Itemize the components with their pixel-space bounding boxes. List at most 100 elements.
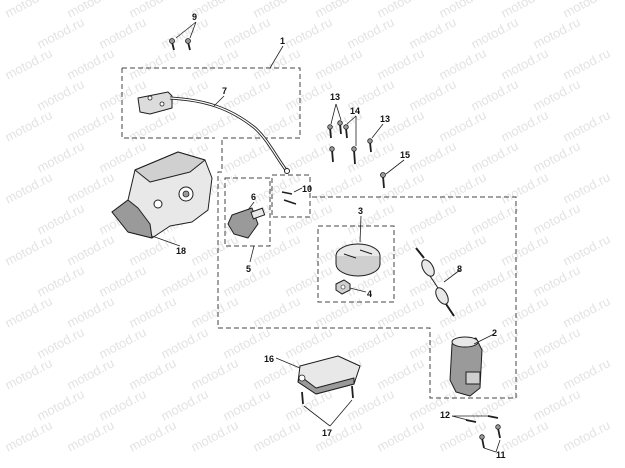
watermark-text: motod.ru: [468, 262, 520, 299]
watermark-text: motod.ru: [2, 45, 54, 82]
lock-2: [449, 336, 483, 397]
group-outline-3: [317, 225, 395, 303]
watermark-text: motod.ru: [126, 45, 178, 82]
watermark-text: motod.ru: [64, 107, 116, 144]
leader-14: [346, 115, 357, 146]
leader-8: [443, 269, 461, 283]
housing-top: [134, 151, 206, 183]
watermark-text: motod.ru: [560, 169, 612, 206]
callout-16: 16: [264, 354, 274, 364]
watermark-text: motod.ru: [2, 293, 54, 330]
housing-boss-hole: [182, 190, 190, 198]
screw-shank: [301, 385, 354, 405]
leader-17: [303, 399, 353, 427]
watermark-text: motod.ru: [64, 355, 116, 392]
housing-shade: [111, 199, 153, 239]
callouts: 9 1 7 13 14 13 15 10 6 3 18 5 8 4 2 16 1…: [176, 12, 506, 460]
watermark-text: motod.ru: [96, 14, 148, 51]
callout-11: 11: [496, 450, 506, 460]
watermark-text: motod.ru: [436, 107, 488, 144]
watermark-text: motod.ru: [220, 138, 272, 175]
watermark-text: motod.ru: [312, 169, 364, 206]
watermark-text: motod.ru: [344, 14, 396, 51]
callout-3: 3: [358, 206, 363, 216]
watermark-text: motod.ru: [498, 355, 550, 392]
watermark-text: motod.ru: [468, 76, 520, 113]
watermark-text: motod.ru: [188, 45, 240, 82]
watermark-text: motod.ru: [560, 107, 612, 144]
callout-15: 15: [400, 150, 410, 160]
callout-12: 12: [440, 410, 450, 420]
callout-8: 8: [457, 264, 462, 274]
watermark-text: motod.ru: [282, 200, 334, 237]
leader-2: [473, 333, 495, 345]
leader-11: [483, 439, 501, 453]
watermark-text: motod.ru: [406, 386, 458, 423]
watermark-text: motod.ru: [282, 262, 334, 299]
callout-1: 1: [280, 36, 285, 46]
group-outline-10: [271, 174, 311, 218]
leader-12: [451, 415, 490, 421]
watermark-text: motod.ru: [126, 417, 178, 454]
bolt-head: [327, 124, 333, 130]
watermark-text: motod.ru: [34, 324, 86, 361]
bolt-head: [367, 138, 373, 144]
watermark-text: motod.ru: [282, 138, 334, 175]
watermark-text: motod.ru: [2, 355, 54, 392]
watermark-text: motod.ru: [374, 107, 426, 144]
clips-10: [281, 191, 297, 205]
group-outline-1: [122, 67, 517, 399]
watermark-text: motod.ru: [64, 417, 116, 454]
keys-8: [415, 247, 455, 317]
watermark-text: motod.ru: [282, 14, 334, 51]
leader-6: [247, 201, 255, 211]
bolt-head: [329, 146, 335, 152]
watermark-text: motod.ru: [436, 169, 488, 206]
watermark-text: motod.ru: [560, 45, 612, 82]
watermark-text: motod.ru: [282, 76, 334, 113]
leader-3: [359, 215, 362, 243]
screws-17: [301, 385, 354, 405]
group-outline-1-left: [121, 68, 215, 139]
leader-18: [151, 235, 181, 247]
watermark-text: motod.ru: [64, 293, 116, 330]
group-outline-5: [224, 177, 271, 247]
callout-7: 7: [222, 86, 227, 96]
watermark-text: motod.ru: [498, 231, 550, 268]
watermark-text: motod.ru: [34, 200, 86, 237]
bolt-head: [380, 172, 386, 178]
watermark-text: motod.ru: [498, 107, 550, 144]
watermark-text: motod.ru: [560, 355, 612, 392]
watermark-text: motod.ru: [282, 386, 334, 423]
screw-head: [169, 38, 175, 44]
watermark-text: motod.ru: [282, 324, 334, 361]
callout-10: 10: [302, 184, 312, 194]
watermark-text: motod.ru: [498, 45, 550, 82]
callout-18: 18: [176, 246, 186, 256]
watermark-text: motod.ru: [530, 262, 582, 299]
watermark-text: motod.ru: [2, 231, 54, 268]
leader-10: [293, 187, 303, 193]
callout-2: 2: [492, 328, 497, 338]
watermark-text: motod.ru: [188, 231, 240, 268]
key-blade: [415, 247, 425, 259]
watermark-text: motod.ru: [560, 293, 612, 330]
watermark-text: motod.ru: [64, 231, 116, 268]
watermark-text: motod.ru: [34, 386, 86, 423]
key-head: [435, 287, 449, 305]
switch-body: [227, 207, 259, 239]
watermark-text: motod.ru: [96, 386, 148, 423]
watermark-text: motod.ru: [126, 355, 178, 392]
unit-mount: [298, 374, 306, 382]
watermark-text: motod.ru: [374, 45, 426, 82]
watermark-text: motod.ru: [220, 14, 272, 51]
bracket-hole: [159, 101, 165, 107]
watermark-text: motod.ru: [406, 200, 458, 237]
leader-16: [275, 357, 301, 369]
leader-13a: [330, 103, 342, 125]
watermark-text: motod.ru: [64, 169, 116, 206]
watermark-text: motod.ru: [250, 417, 302, 454]
watermark-text: motod.ru: [250, 45, 302, 82]
watermark-text: motod.ru: [436, 45, 488, 82]
